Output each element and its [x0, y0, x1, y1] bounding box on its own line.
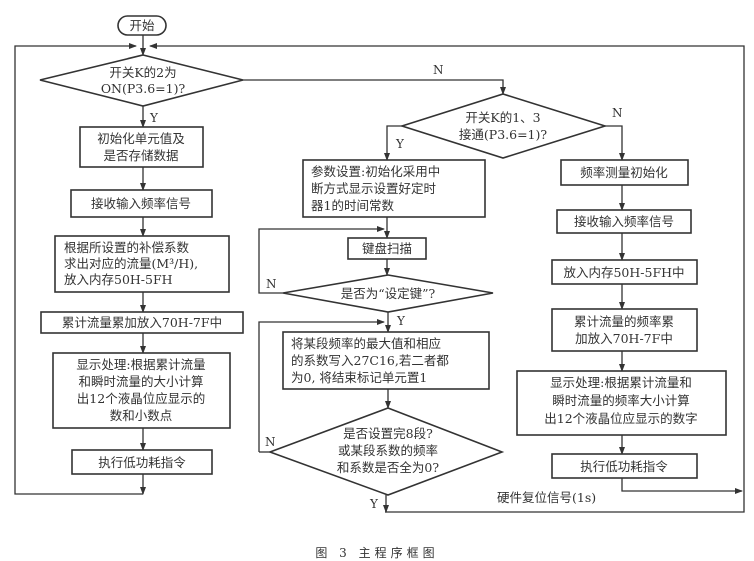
write-eprom-box: [282, 331, 490, 390]
process-box: [556, 209, 692, 234]
process-box: [71, 449, 213, 475]
process-text: 瞬时流量的频率大小计算: [552, 393, 690, 408]
no-label: N: [265, 435, 276, 449]
left-loop-line: [14, 43, 143, 495]
process-box: [560, 159, 689, 186]
process-text: 累计流量累加放入70H-7F中: [62, 315, 222, 330]
process-text: 数和小数点: [110, 408, 173, 423]
connector: [258, 319, 385, 452]
process-text: 执行低功耗指令: [580, 459, 668, 474]
connector: [605, 125, 625, 161]
yes-label: Y: [369, 497, 379, 511]
process-box: [79, 126, 204, 168]
process-text: 键盘扫描: [362, 241, 412, 256]
process-text: 器1的时间常数: [311, 198, 394, 213]
decision-text: 或某段系数的频率: [338, 443, 438, 458]
connector: [621, 478, 743, 494]
connector: [258, 226, 385, 294]
process-box: [54, 235, 230, 293]
process-text: 是否存储数据: [103, 148, 178, 163]
process-text: 为0, 将结束标记单元置1: [291, 370, 427, 385]
decision-text: 开关K的2为: [109, 65, 176, 80]
process-text: 放入内存50H-5FH中: [563, 265, 684, 280]
process-box: [516, 370, 727, 436]
process-box: [52, 352, 231, 429]
process-box: [70, 189, 213, 218]
yes-label: Y: [395, 137, 405, 151]
process-text: 频率测量初始化: [580, 165, 668, 180]
connector: [384, 125, 402, 161]
process-text: 初始化单元值及: [97, 131, 185, 146]
process-text: 出12个液晶位应显示的数字: [544, 411, 697, 426]
process-box: [551, 308, 698, 352]
yes-label: Y: [396, 314, 406, 328]
no-label: N: [266, 277, 277, 291]
process-text: 累计流量的频率累: [574, 314, 674, 329]
connector: [243, 79, 506, 95]
start-terminal: [117, 15, 167, 36]
process-text: 接收输入频率信号: [91, 196, 191, 211]
start-label: 开始: [129, 18, 155, 33]
process-text: 将某段频率的最大值和相应: [291, 336, 441, 351]
decision-text: 是否设置完8段?: [343, 426, 433, 441]
process-box: [40, 311, 244, 334]
reset-signal-label: 硬件复位信号(1s): [497, 490, 596, 505]
process-text: 根据所设置的补偿系数: [64, 240, 190, 255]
no-label: N: [433, 63, 444, 77]
process-text: 显示处理:根据累计流量和: [550, 375, 692, 390]
decision-text: 和系数是否全为0?: [337, 460, 439, 475]
process-text: 出12个液晶位应显示的: [77, 391, 205, 406]
decision-switch-k13: [399, 93, 608, 159]
decision-done: [267, 407, 505, 496]
yes-label: Y: [149, 111, 159, 125]
process-text: 接收输入频率信号: [574, 214, 674, 229]
figure-caption: 图 3 主程序框图: [315, 545, 438, 560]
process-text: 参数设置:初始化采用中: [311, 164, 440, 179]
process-text: 断方式显示设置好定时: [311, 181, 437, 196]
process-box: [551, 259, 698, 285]
process-text: 求出对应的流量(M³/H),: [64, 256, 198, 271]
decision-text: ON(P3.6=1)?: [101, 81, 186, 96]
process-text: 执行低功耗指令: [98, 455, 186, 470]
process-text: 和瞬时流量的大小计算: [78, 374, 203, 389]
process-text: 加放入70H-7F中: [575, 331, 673, 346]
right-loop-line: [149, 43, 745, 513]
decision-text: 是否为“设定键”?: [341, 286, 436, 301]
decision-text: 接通(P3.6=1)?: [459, 127, 547, 142]
parameter-setup-box: [302, 159, 486, 218]
process-text: 的系数写入27C16,若二者都: [291, 353, 449, 368]
process-text: 放入内存50H-5FH: [64, 272, 173, 287]
decision-text: 开关K的1、3: [465, 110, 540, 125]
no-label: N: [612, 106, 623, 120]
process-text: 显示处理:根据累计流量: [76, 357, 205, 372]
process-box: [551, 453, 698, 479]
